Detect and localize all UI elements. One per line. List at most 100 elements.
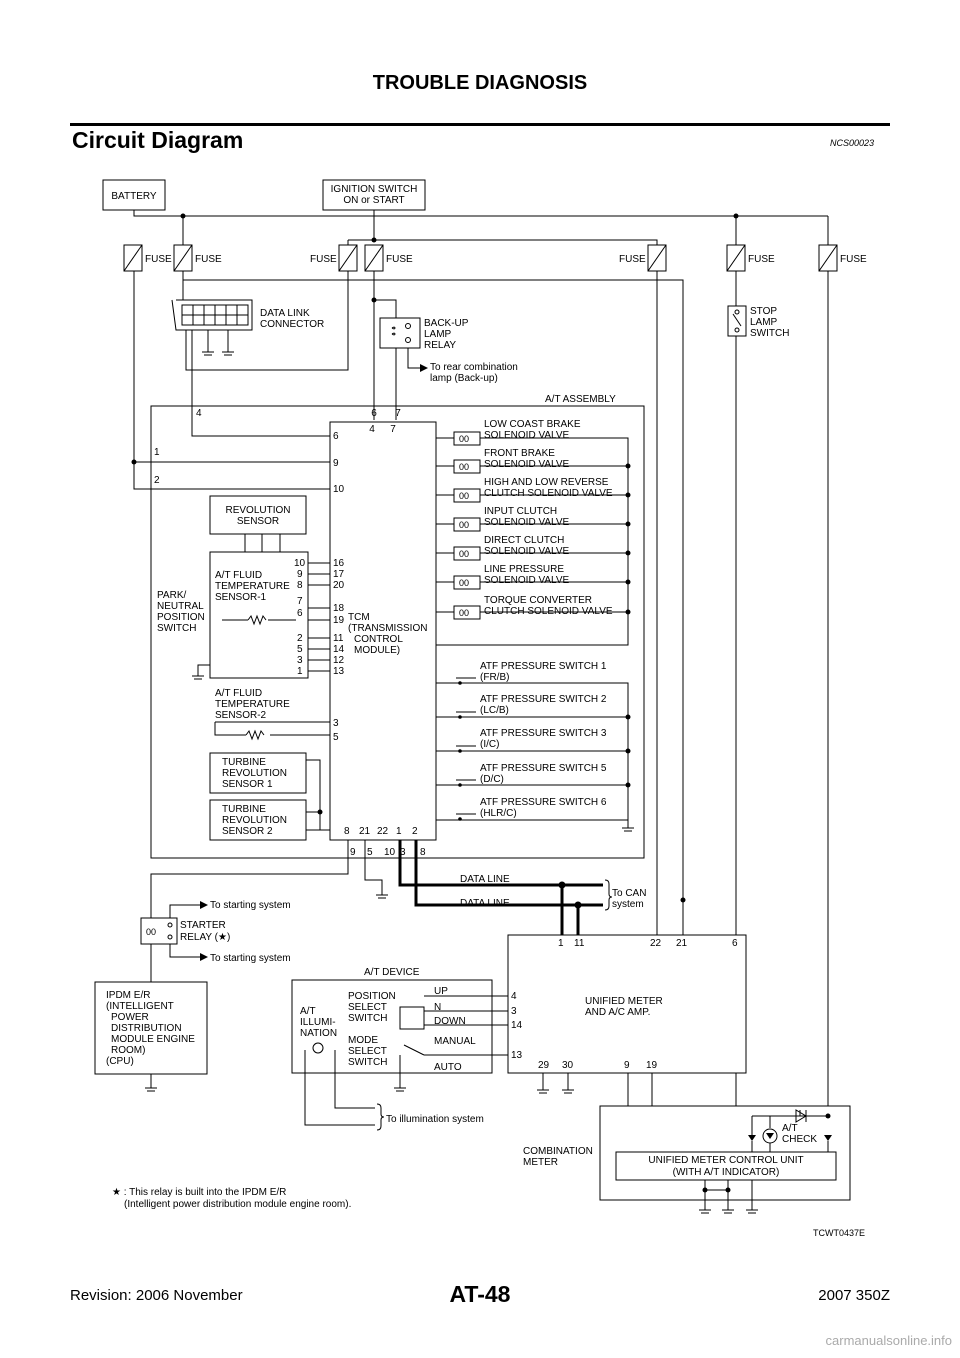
svg-text:22: 22 — [650, 938, 662, 949]
ipdm-label: IPDM E/R — [106, 990, 150, 1001]
diode-arrow-2 — [824, 1135, 832, 1141]
fluid-temp1-label: A/T FLUID — [215, 570, 262, 581]
illum-brace — [376, 1103, 385, 1131]
wire — [560, 885, 580, 935]
svg-text:1: 1 — [396, 826, 402, 837]
combo-meter-label: COMBINATION — [523, 1146, 593, 1157]
svg-text:6: 6 — [732, 938, 738, 949]
footnote-line-2: (Intelligent power distribution module e… — [124, 1199, 351, 1210]
meter-ground — [699, 1180, 758, 1214]
junction-dot — [702, 1187, 708, 1193]
svg-text:00: 00 — [459, 608, 469, 618]
svg-text:SWITCH: SWITCH — [750, 328, 789, 339]
svg-text:29: 29 — [538, 1060, 550, 1071]
pnp-label: SWITCH — [157, 623, 196, 634]
page-number: AT-48 — [449, 1281, 511, 1307]
fuse-5: FUSE — [619, 244, 667, 272]
data-link-connector: DATA LINK CONNECTOR — [171, 299, 324, 331]
svg-text:8: 8 — [420, 847, 426, 858]
unified-meter-label: AND A/C AMP. — [585, 1007, 650, 1018]
tcm-box — [329, 421, 437, 841]
svg-text:00: 00 — [459, 520, 469, 530]
fuse-7: FUSE — [818, 244, 867, 272]
svg-text:10: 10 — [384, 847, 396, 858]
backup-lamp-relay: BACK-UP LAMP RELAY — [379, 317, 469, 351]
at-illum-label: NATION — [300, 1028, 337, 1039]
data-line-2 — [414, 840, 603, 907]
position-down: DOWN — [434, 1016, 466, 1027]
wire — [182, 271, 684, 900]
data-line-1 — [398, 840, 603, 887]
section-title: Circuit Diagram — [72, 127, 244, 153]
svg-text:LAMP: LAMP — [750, 317, 778, 328]
turbine2-label: TURBINE — [222, 804, 266, 815]
pin-label: 1 — [154, 447, 160, 458]
thermistor-1 — [247, 614, 267, 626]
ignition-label-2: ON or START — [343, 195, 404, 206]
svg-text:2: 2 — [412, 826, 418, 837]
svg-text:5: 5 — [367, 847, 373, 858]
svg-text:9: 9 — [333, 458, 339, 469]
to-can-label-2: system — [612, 899, 644, 910]
umeter-ground — [537, 1073, 574, 1094]
svg-text:BACK-UP: BACK-UP — [424, 318, 469, 329]
svg-text:SOLENOID VALVE: SOLENOID VALVE — [484, 517, 570, 528]
mode-switch-icon — [394, 1044, 425, 1092]
svg-text:ATF PRESSURE SWITCH 2: ATF PRESSURE SWITCH 2 — [480, 694, 607, 705]
at-assembly-label: A/T ASSEMBLY — [545, 394, 616, 405]
svg-text:(HLR/C): (HLR/C) — [480, 808, 517, 819]
wire-arrow — [200, 953, 208, 961]
svg-text:11: 11 — [333, 633, 344, 644]
unified-meter-label: UNIFIED METER — [585, 996, 663, 1007]
junction-dot — [733, 213, 739, 219]
svg-text:RELAY: RELAY — [424, 340, 456, 351]
svg-text:9: 9 — [350, 847, 356, 858]
fluid-temp2-label: SENSOR-2 — [215, 710, 267, 721]
svg-text:SOLENOID VALVE: SOLENOID VALVE — [484, 459, 570, 470]
svg-text:00: 00 — [459, 549, 469, 559]
ipdm-label: ROOM) — [111, 1045, 145, 1056]
turbine1-label: TURBINE — [222, 757, 266, 768]
wire — [133, 271, 330, 490]
unified-meter-pins: 1 11 22 21 6 4 3 14 13 29 30 9 19 — [511, 938, 738, 1071]
rear-combo-label-2: lamp (Back-up) — [430, 373, 498, 384]
svg-text:00: 00 — [459, 491, 469, 501]
tcm-bottom-pins: 8 21 22 1 2 9 5 10 3 8 — [344, 826, 426, 858]
svg-text:5: 5 — [333, 732, 339, 743]
meter-control-unit-box — [615, 1151, 837, 1181]
position-manual: MANUAL — [434, 1036, 476, 1047]
fluid-temp1-label: SENSOR-1 — [215, 592, 267, 603]
svg-text:6: 6 — [333, 431, 339, 442]
wire-arrow — [420, 364, 428, 372]
svg-text:00: 00 — [459, 578, 469, 588]
position-up: UP — [434, 986, 448, 997]
svg-text:18: 18 — [333, 603, 345, 614]
wire — [214, 721, 330, 736]
svg-text:14: 14 — [511, 1020, 523, 1031]
svg-text:19: 19 — [646, 1060, 658, 1071]
watermark-text: carmanualsonline.info — [825, 1333, 952, 1348]
svg-text:9: 9 — [624, 1060, 630, 1071]
position-select-label: SELECT — [348, 1002, 387, 1013]
battery-label: BATTERY — [111, 191, 157, 202]
fuse-6: FUSE — [726, 244, 775, 272]
fuse-4: FUSE — [364, 244, 413, 272]
svg-text:4: 4 — [511, 991, 517, 1002]
wire — [751, 1110, 828, 1135]
revision-label: Revision: 2006 November — [70, 1287, 243, 1304]
to-starting-label-2: To starting system — [210, 953, 291, 964]
svg-text:ATF PRESSURE SWITCH 5: ATF PRESSURE SWITCH 5 — [480, 763, 607, 774]
svg-text:SOLENOID VALVE: SOLENOID VALVE — [484, 575, 570, 586]
ipdm-label: (CPU) — [106, 1056, 134, 1067]
can-brace — [604, 879, 613, 911]
unified-meter-box — [507, 934, 747, 1074]
junction-dot — [680, 897, 686, 903]
data-line-label-2: DATA LINE — [460, 898, 510, 909]
rear-combo-label-1: To rear combination — [430, 362, 518, 373]
svg-text:10: 10 — [333, 484, 345, 495]
revolution-sensor-box — [209, 495, 307, 535]
svg-text:14: 14 — [333, 644, 345, 655]
svg-text:00: 00 — [459, 434, 469, 444]
